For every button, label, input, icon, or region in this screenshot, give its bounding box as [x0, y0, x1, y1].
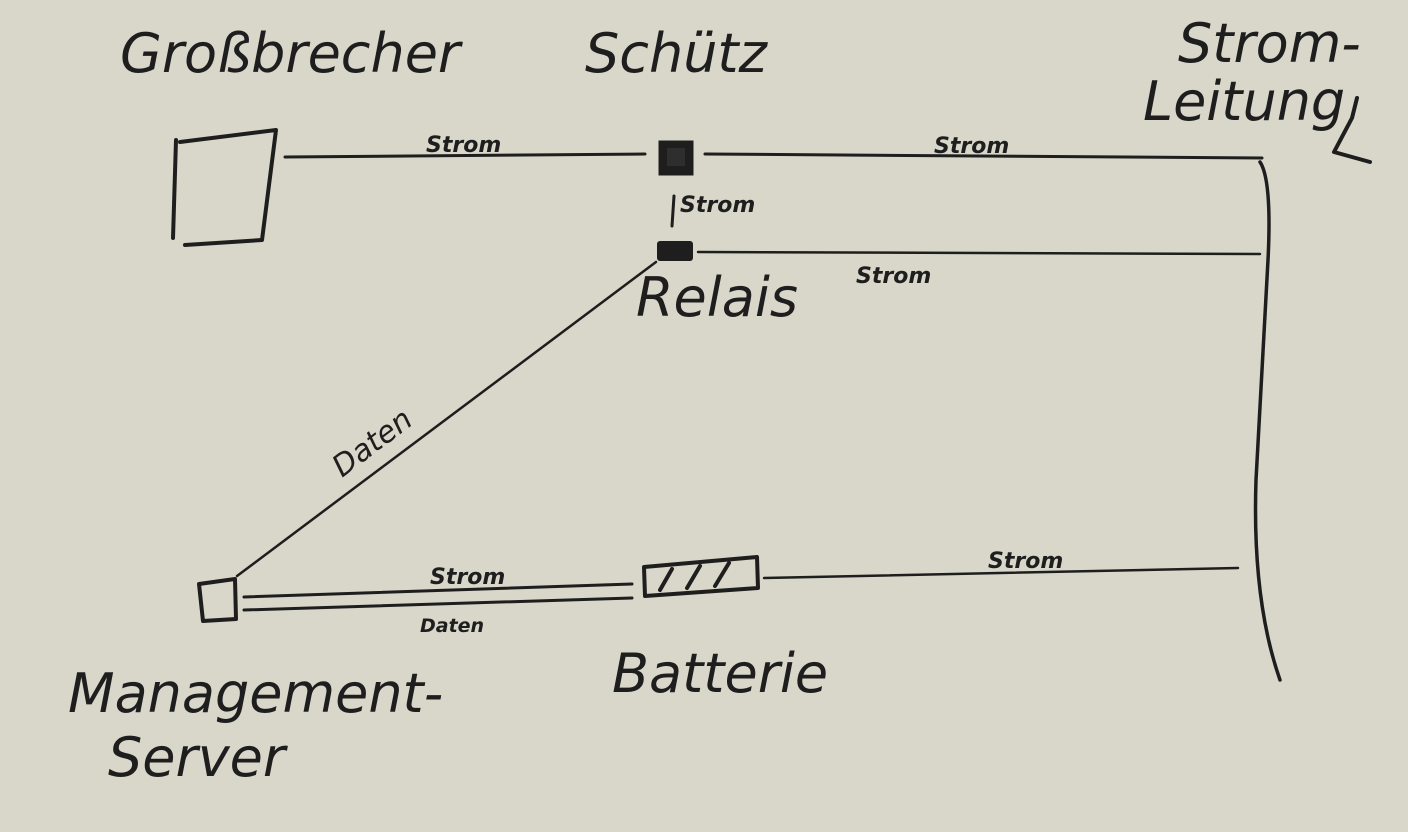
label-management-2: Server — [108, 726, 288, 789]
edge-label-batterie-leitung: Strom — [988, 549, 1063, 574]
wire-batterie-leitung — [762, 566, 1240, 580]
stromleitung-line — [1253, 96, 1372, 682]
wire-server-batterie-strom — [242, 582, 634, 599]
management-server-box — [197, 577, 238, 623]
label-relais: Relais — [636, 266, 798, 329]
grossbrecher-box — [171, 128, 278, 247]
edge-label-server-batterie-strom: Strom — [430, 565, 505, 590]
wire-relais-server — [235, 260, 658, 578]
edge-label-server-batterie-daten: Daten — [420, 615, 484, 637]
edge-label-schuetz-leitung: Strom — [934, 134, 1009, 159]
label-stromleitung-1: Strom- — [1178, 12, 1361, 75]
wire-relais-leitung — [696, 250, 1262, 256]
edge-label-relais-server: Daten — [326, 402, 420, 485]
edge-label-grossbrecher-schuetz: Strom — [426, 133, 501, 158]
edge-label-schuetz-relais: Strom — [680, 193, 755, 218]
wire-schuetz-relais — [670, 194, 676, 228]
label-management-1: Management- — [68, 662, 443, 725]
wire-grossbrecher-schuetz — [283, 152, 647, 159]
label-batterie: Batterie — [612, 642, 828, 705]
label-grossbrecher: Großbrecher — [120, 22, 463, 85]
label-schuetz: Schütz — [585, 22, 769, 85]
edge-label-relais-leitung: Strom — [856, 264, 931, 289]
schuetz-switch — [658, 140, 694, 176]
wire-schuetz-leitung — [703, 152, 1264, 160]
label-stromleitung-2: Leitung — [1143, 70, 1345, 133]
batterie-box — [642, 555, 760, 598]
wire-server-batterie-daten — [242, 596, 634, 612]
relais-block — [657, 241, 693, 261]
